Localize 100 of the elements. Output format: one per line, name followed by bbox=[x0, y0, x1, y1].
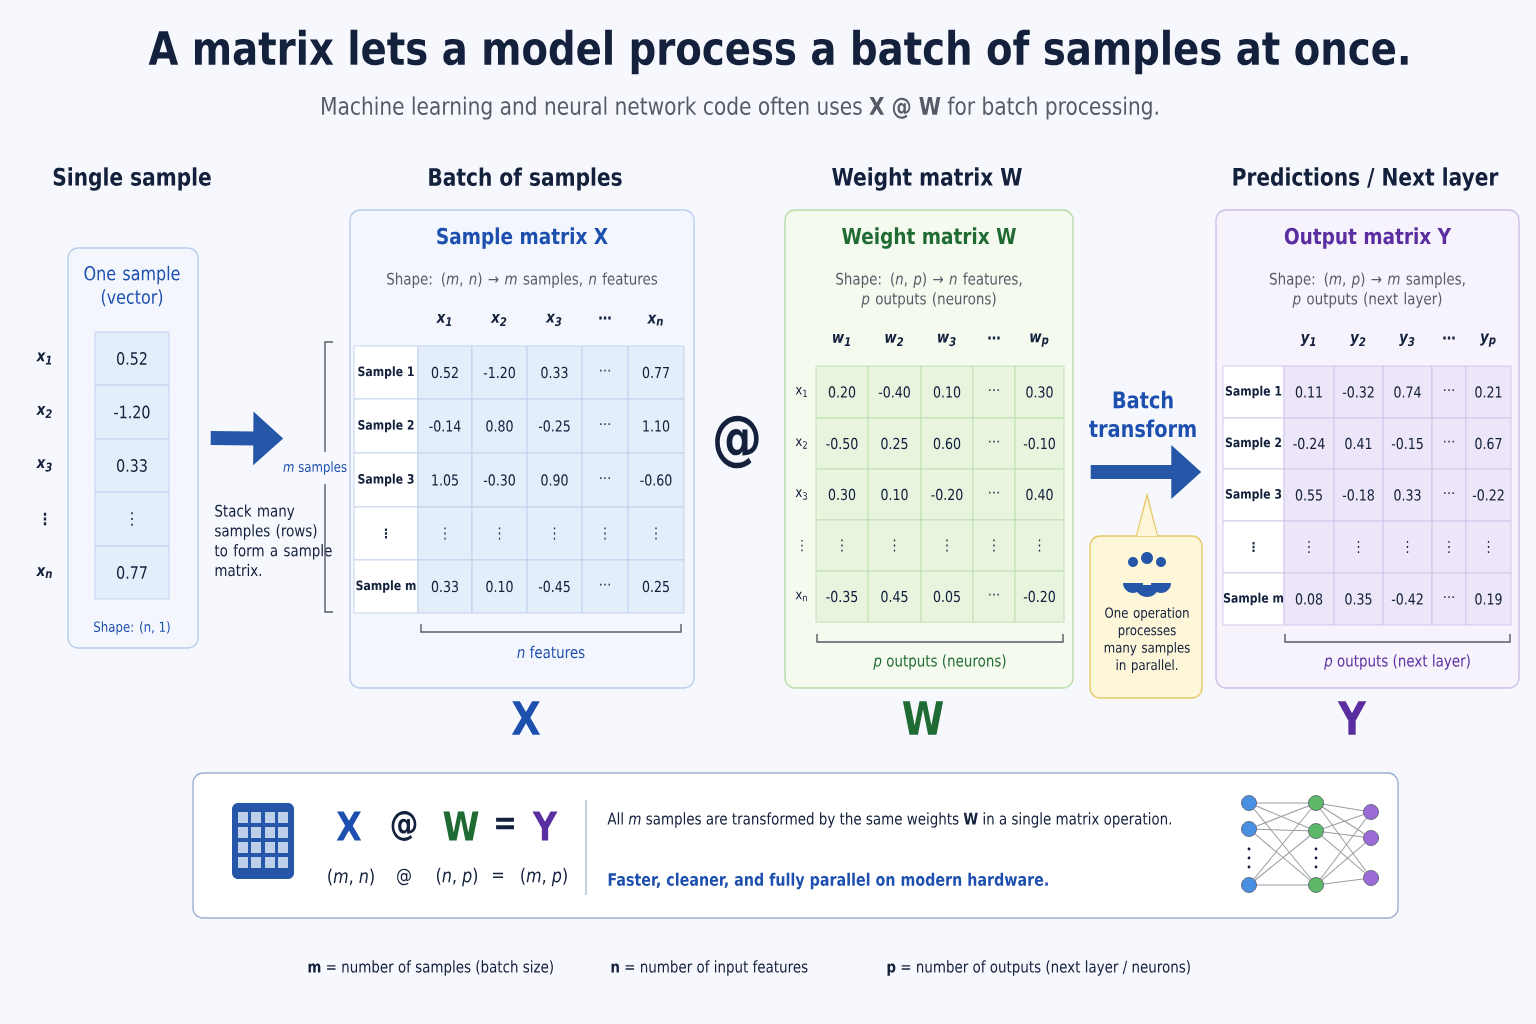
section-heading: Single sample bbox=[53, 167, 211, 191]
summary-text: Faster, cleaner, and fully parallel on modern hardware. bbox=[608, 872, 1048, 890]
table-cell: -1.20 bbox=[471, 345, 528, 400]
row-header: x$_{2}$ bbox=[795, 438, 807, 449]
equation-symbol: W bbox=[443, 811, 479, 841]
equation-symbol: Y bbox=[532, 811, 558, 841]
table-cell: ⋮ bbox=[1222, 520, 1285, 574]
table-cell: -1.20 bbox=[94, 384, 170, 440]
table-cell: Sample 1 bbox=[1222, 365, 1285, 419]
title: A matrix lets a model process a batch of samples at once. bbox=[148, 29, 1408, 75]
column-header: x$_{2}$ bbox=[490, 313, 507, 327]
table-cell: -0.45 bbox=[526, 559, 583, 614]
summary-text: All m samples are transformed by the same weights W in a single matrix operation. bbox=[607, 812, 1171, 828]
column-header: ⋯ bbox=[988, 336, 1000, 340]
table-cell: ⋮ bbox=[526, 506, 583, 561]
axis-label: p outputs (next layer) bbox=[1324, 654, 1470, 670]
table-cell: -0.24 bbox=[1283, 417, 1335, 470]
table-cell: ⋮ bbox=[1431, 520, 1467, 574]
table-cell: ⋮ bbox=[581, 506, 629, 561]
table-cell: ⋮ bbox=[867, 519, 922, 572]
table-cell: ⋯ bbox=[581, 452, 629, 508]
equation-symbol: = bbox=[496, 817, 514, 830]
table-cell: -0.30 bbox=[471, 452, 528, 508]
table-cell: 0.33 bbox=[94, 438, 170, 493]
table-cell: Sample 3 bbox=[353, 452, 419, 508]
table-cell: ⋯ bbox=[972, 468, 1016, 521]
panel-heading: Weight matrix W bbox=[842, 227, 1016, 249]
axis-label: n features bbox=[517, 645, 585, 659]
table-cell: -0.14 bbox=[417, 398, 473, 454]
table-cell: -0.20 bbox=[1014, 570, 1065, 623]
column-header: w$_{p}$ bbox=[1030, 333, 1049, 347]
bracket-label: m samples bbox=[283, 461, 347, 475]
table-cell: 0.19 bbox=[1465, 572, 1512, 626]
table-cell: -0.60 bbox=[627, 452, 685, 508]
shape-note: Shape: (m, p) → m samples, p outputs (next layer) bbox=[1270, 272, 1465, 308]
table-cell: 0.20 bbox=[815, 365, 869, 419]
table-cell: ⋮ bbox=[1333, 520, 1384, 574]
definition: p = number of outputs (next layer / neurons) bbox=[887, 960, 1190, 976]
table-cell: 0.41 bbox=[1333, 417, 1384, 470]
table-cell: 0.25 bbox=[867, 417, 922, 470]
table-cell: Sample 2 bbox=[353, 398, 419, 454]
table-cell: 0.74 bbox=[1382, 365, 1433, 419]
table-cell: ⋯ bbox=[972, 417, 1016, 470]
shape-note: (m, n) bbox=[328, 868, 374, 886]
shape-note: @ bbox=[397, 868, 411, 886]
matrix-letter: W bbox=[902, 701, 944, 735]
table-cell: 0.33 bbox=[526, 345, 583, 400]
table-cell: ⋮ bbox=[1283, 520, 1335, 574]
column-header: y$_{3}$ bbox=[1399, 333, 1415, 347]
table-cell: 0.30 bbox=[815, 468, 869, 521]
matrix-letter: Y bbox=[1337, 701, 1367, 735]
table-cell: -0.35 bbox=[815, 570, 869, 623]
column-header: y$_{p}$ bbox=[1480, 333, 1496, 347]
row-header: x$_{2}$ bbox=[36, 405, 52, 419]
equation-symbol: X bbox=[336, 811, 362, 841]
column-header: y$_{2}$ bbox=[1350, 333, 1366, 347]
table-cell: -0.42 bbox=[1382, 572, 1433, 626]
table-cell: 0.67 bbox=[1465, 417, 1512, 470]
row-header: x$_{1}$ bbox=[795, 386, 807, 398]
table-cell: Sample m bbox=[353, 559, 419, 614]
shape-note: = bbox=[493, 872, 503, 879]
panel-heading: One sample (vector) bbox=[84, 265, 180, 307]
definition: m = number of samples (batch size) bbox=[308, 960, 553, 976]
row-header: x$_{3}$ bbox=[36, 459, 52, 472]
shape-note: Shape: (n, 1) bbox=[94, 621, 170, 635]
table-cell: ⋯ bbox=[1431, 417, 1467, 470]
panel-heading: Sample matrix X bbox=[437, 227, 608, 249]
table-cell: 0.21 bbox=[1465, 365, 1512, 419]
table-cell: ⋯ bbox=[581, 559, 629, 614]
table-cell: 1.05 bbox=[417, 452, 473, 508]
table-cell: ⋯ bbox=[1431, 572, 1467, 626]
equation-symbol: @ bbox=[391, 811, 417, 841]
panel-heading: Output matrix Y bbox=[1284, 227, 1452, 249]
table-cell: 0.52 bbox=[94, 331, 170, 386]
row-header: ⋮ bbox=[43, 512, 47, 526]
table-cell: 0.45 bbox=[867, 570, 922, 623]
table-cell: 0.10 bbox=[471, 559, 528, 614]
edge-label: Batch transform bbox=[1089, 390, 1196, 438]
shape-note: Shape: (n, p) → n features, p outputs (neurons) bbox=[836, 272, 1022, 308]
table-cell: ⋯ bbox=[972, 365, 1016, 419]
table-cell: Sample 2 bbox=[1222, 417, 1285, 470]
column-header: x$_{n}$ bbox=[647, 314, 663, 326]
table-cell: 0.33 bbox=[417, 559, 473, 614]
table-cell: -0.25 bbox=[526, 398, 583, 454]
table-cell: ⋮ bbox=[815, 519, 869, 572]
row-header: x$_{3}$ bbox=[795, 489, 807, 500]
table-cell: -0.15 bbox=[1382, 417, 1433, 470]
table-cell: ⋮ bbox=[972, 519, 1016, 572]
axis-label: p outputs (neurons) bbox=[873, 654, 1006, 670]
table-cell: 0.11 bbox=[1283, 365, 1335, 419]
row-header: x$_{1}$ bbox=[36, 352, 52, 365]
table-cell: ⋯ bbox=[1431, 468, 1467, 522]
row-header: x$_{n}$ bbox=[36, 567, 52, 578]
subtitle: Machine learning and neural network code often uses X @ W for batch processing. bbox=[322, 96, 1158, 120]
table-cell: Sample 1 bbox=[353, 345, 419, 400]
table-cell: -0.40 bbox=[867, 365, 922, 419]
table-cell: ⋮ bbox=[94, 491, 170, 547]
table-cell: ⋯ bbox=[581, 398, 629, 454]
table-cell: Sample 3 bbox=[1222, 468, 1285, 522]
table-cell: 0.40 bbox=[1014, 468, 1065, 521]
